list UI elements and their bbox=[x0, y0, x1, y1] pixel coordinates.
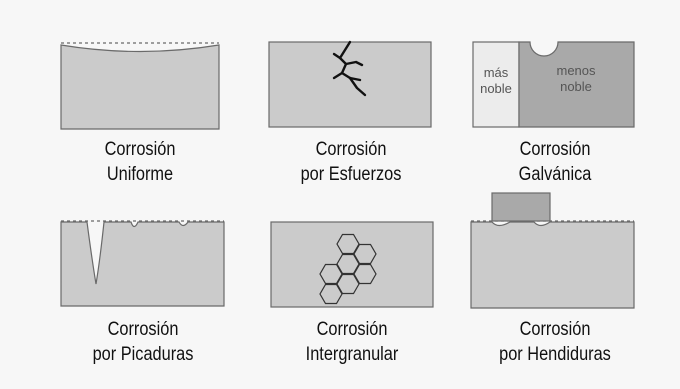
pitting-corrosion-caption: Corrosión por Picaduras bbox=[92, 319, 194, 365]
intergranular-corrosion-caption: Corrosión Intergranular bbox=[305, 319, 399, 365]
grain-hexagon bbox=[319, 283, 343, 305]
stress-corrosion-caption: Corrosión por Esfuerzos bbox=[300, 139, 402, 185]
stress-corrosion-illustration bbox=[268, 40, 432, 128]
grain-hexagon bbox=[336, 273, 360, 295]
base-metal bbox=[470, 221, 635, 309]
intergranular-corrosion-illustration bbox=[270, 220, 434, 308]
grain-hexagon bbox=[336, 233, 360, 255]
overlapping-plate bbox=[491, 192, 551, 222]
less-noble-label-line1: menos bbox=[556, 63, 596, 78]
galvanic-corrosion-caption: Corrosión Galvánica bbox=[518, 139, 592, 185]
grain-boundaries bbox=[319, 233, 377, 305]
crevice-corrosion-caption: Corrosión por Hendiduras bbox=[499, 319, 611, 365]
pitting-corrosion-illustration bbox=[60, 218, 226, 308]
noble-label-line1: más bbox=[484, 65, 509, 80]
noble-label-line2: noble bbox=[480, 81, 512, 96]
grain-hexagon bbox=[353, 263, 377, 285]
grain-hexagon bbox=[336, 253, 360, 275]
uniform-corrosion-caption: Corrosión Uniforme bbox=[104, 139, 176, 185]
grain-hexagon bbox=[319, 263, 343, 285]
less-noble-label-line2: noble bbox=[560, 79, 592, 94]
less-noble-metal bbox=[518, 41, 635, 128]
crevice-corrosion-illustration bbox=[470, 192, 636, 310]
stress-crack bbox=[332, 40, 367, 97]
grain-hexagon bbox=[353, 243, 377, 265]
uniform-corrosion-illustration bbox=[60, 40, 220, 130]
galvanic-corrosion-illustration: más noble menos noble bbox=[472, 40, 636, 128]
